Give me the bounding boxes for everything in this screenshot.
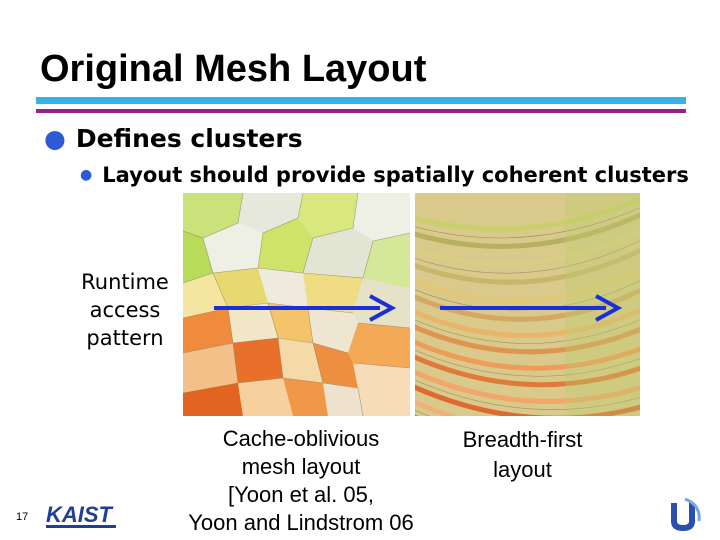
bullet-level1: ● Defines clusters	[44, 124, 303, 153]
kaist-logo-text: KAIST	[46, 502, 114, 527]
caption-left-line: Cache-oblivious	[222, 426, 380, 451]
caption-right-line: layout	[493, 457, 552, 482]
arrow-right-icon	[440, 294, 623, 322]
caption-right-line: Breadth-first	[462, 427, 583, 452]
caption-breadth-first: Breadth-first layout	[440, 425, 605, 485]
arrow-right-icon	[214, 294, 397, 322]
caption-left-line: [Yoon et al. 05,	[228, 482, 374, 507]
unc-logo	[671, 497, 701, 531]
bullet-dot-icon: ●	[80, 167, 93, 183]
caption-cache-oblivious: Cache-oblivious mesh layout [Yoon et al.…	[176, 425, 426, 537]
title-rule-purple	[36, 109, 686, 113]
bullet-level2-text: Layout should provide spatially coherent…	[102, 163, 689, 187]
slide-title: Original Mesh Layout	[40, 48, 427, 90]
runtime-access-pattern-label: Runtime access pattern	[70, 268, 180, 352]
bullet-level1-text: Defines clusters	[75, 124, 303, 153]
title-rule-blue	[36, 97, 686, 104]
runtime-label-line1: Runtime	[81, 270, 169, 294]
caption-left-line: Yoon and Lindstrom 06	[188, 510, 414, 535]
page-number: 17	[16, 511, 29, 523]
runtime-label-line2: access	[89, 298, 161, 322]
caption-left-line: mesh layout	[241, 454, 361, 479]
bullet-level2: ● Layout should provide spatially coheren…	[80, 163, 689, 187]
runtime-label-line3: pattern	[86, 326, 164, 350]
bullet-dot-icon: ●	[44, 124, 66, 153]
breadth-first-terrain-image	[415, 193, 640, 416]
cache-oblivious-terrain-image	[183, 193, 410, 416]
kaist-logo: KAIST	[46, 502, 116, 528]
